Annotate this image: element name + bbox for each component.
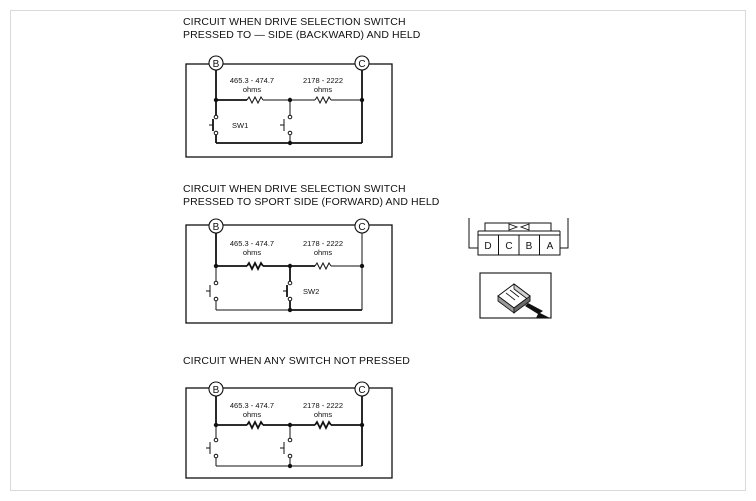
diagram2-resistor1	[246, 260, 264, 272]
diagram3-box	[185, 387, 393, 479]
diagram2-terminal-b	[208, 218, 224, 234]
connector-pin-b: B	[526, 241, 533, 252]
diagram3-terminal-c-label: C	[358, 385, 365, 396]
diagram2-r2-unit: ohms	[314, 248, 333, 257]
diagram2-r1-unit: ohms	[243, 248, 262, 257]
circuit-diagram-2: B C 465.3 - 474.7 ohms 2178 - 2222 ohms …	[185, 218, 393, 324]
diagram2-terminal-b-label: B	[213, 222, 220, 233]
diagram1-box	[185, 63, 393, 158]
connector-pin-c: C	[505, 241, 512, 252]
locator-frame	[479, 272, 552, 319]
diagram1-r2-unit: ohms	[314, 85, 333, 94]
diagram1-title-line2: PRESSED TO — SIDE (BACKWARD) AND HELD	[183, 29, 421, 41]
diagram1-r1-unit: ohms	[243, 85, 262, 94]
diagram1-resistor1	[246, 95, 264, 105]
circuit-diagram-1: B C 465.3 - 474.7 ohms 2178 - 2222 ohms …	[185, 55, 393, 158]
diagram3-terminal-b-label: B	[213, 385, 220, 396]
diagram3-resistor1	[246, 419, 264, 431]
diagram3-r2-value: 2178 - 2222	[303, 401, 343, 410]
diagram3-terminal-b	[208, 381, 224, 397]
diagram1-r1-value: 465.3 - 474.7	[230, 76, 274, 85]
diagram1-r2-value: 2178 - 2222	[303, 76, 343, 85]
insert-arrow-icon	[525, 303, 550, 318]
diagram2-r2-value: 2178 - 2222	[303, 239, 343, 248]
connector-locator	[479, 272, 552, 319]
diagram2-r1-value: 465.3 - 474.7	[230, 239, 274, 248]
diagram2-sw-label: SW2	[303, 287, 319, 296]
diagram1-terminal-b	[208, 55, 224, 71]
latch-arrow-icon	[508, 223, 519, 231]
diagram2-terminal-c-label: C	[358, 222, 365, 233]
diagram1-terminal-c	[354, 55, 370, 71]
diagram3-title: CIRCUIT WHEN ANY SWITCH NOT PRESSED	[183, 355, 410, 367]
circuit-diagram-3: B C 465.3 - 474.7 ohms 2178 - 2222 ohms	[185, 381, 393, 479]
diagram3-r1-unit: ohms	[243, 410, 262, 419]
diagram2-title-line2: PRESSED TO SPORT SIDE (FORWARD) AND HELD	[183, 196, 440, 208]
diagram3-terminal-c	[354, 381, 370, 397]
diagram2-resistor2	[314, 261, 332, 271]
diagram2-title-line1: CIRCUIT WHEN DRIVE SELECTION SWITCH	[183, 183, 406, 195]
diagram1-resistor2	[314, 95, 332, 105]
diagram1-sw-label: SW1	[232, 121, 248, 130]
connector-view: D C B A	[468, 218, 569, 256]
connector-pin-d: D	[484, 241, 491, 252]
diagram1-terminal-c-label: C	[358, 59, 365, 70]
diagram1-terminal-b-label: B	[213, 59, 220, 70]
diagram2-terminal-c	[354, 218, 370, 234]
diagram-frame	[10, 10, 746, 491]
diagram3-resistor2	[314, 419, 332, 431]
diagram3-r1-value: 465.3 - 474.7	[230, 401, 274, 410]
connector-pin-a: A	[547, 241, 554, 252]
diagram2-box	[185, 224, 393, 324]
diagram3-r2-unit: ohms	[314, 410, 333, 419]
diagram1-title-line1: CIRCUIT WHEN DRIVE SELECTION SWITCH	[183, 16, 406, 28]
